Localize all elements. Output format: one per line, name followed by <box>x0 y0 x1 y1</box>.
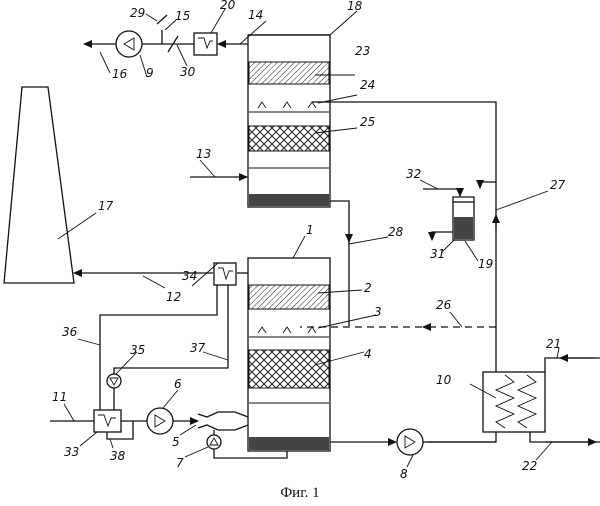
lower-sump-liquid <box>249 437 329 450</box>
number-labels: 18 20 14 15 29 30 9 16 23 24 25 13 17 1 … <box>52 0 566 481</box>
upper-sump-liquid <box>249 194 329 206</box>
top-gas-line <box>83 14 248 58</box>
mixer-5 <box>197 411 249 431</box>
pump-9 <box>115 30 143 58</box>
line-36 <box>99 285 218 410</box>
label-25: 25 <box>360 115 375 129</box>
label-32: 32 <box>406 167 421 181</box>
vessel-19 <box>423 188 475 241</box>
pump-8 <box>396 428 424 456</box>
label-30: 30 <box>180 65 196 79</box>
label-37: 37 <box>190 341 206 355</box>
label-29: 29 <box>130 6 145 20</box>
label-33: 33 <box>64 445 79 459</box>
label-6: 6 <box>174 377 182 391</box>
label-9: 9 <box>146 66 154 80</box>
label-24: 24 <box>360 78 375 92</box>
figure-caption: Фиг. 1 <box>280 485 319 501</box>
label-28: 28 <box>388 225 404 239</box>
pump-6 <box>146 407 174 435</box>
label-38: 38 <box>110 449 126 463</box>
chimney <box>3 86 75 284</box>
label-27: 27 <box>550 178 566 192</box>
lower-spray-nozzles <box>257 326 317 334</box>
label-4: 4 <box>364 347 372 361</box>
upper-column <box>247 34 331 208</box>
label-34: 34 <box>182 269 197 283</box>
label-5: 5 <box>172 435 180 449</box>
line-38 <box>106 421 134 440</box>
lower-column <box>247 257 331 452</box>
label-22: 22 <box>522 459 537 473</box>
leader-lines <box>57 8 560 468</box>
lower-hatched-packing <box>248 284 330 310</box>
label-2: 2 <box>364 281 372 295</box>
label-1: 1 <box>306 223 314 237</box>
lower-mesh-packing <box>248 349 330 389</box>
label-35: 35 <box>130 343 145 357</box>
label-23: 23 <box>355 44 370 58</box>
upper-spray-nozzles <box>257 101 317 109</box>
label-13: 13 <box>196 147 211 161</box>
heat-exchanger-10 <box>427 354 600 446</box>
label-8: 8 <box>400 467 408 481</box>
label-19: 19 <box>478 257 493 271</box>
label-20: 20 <box>220 0 236 12</box>
label-16: 16 <box>112 67 128 81</box>
line-37 <box>113 285 229 374</box>
label-31: 31 <box>430 247 445 261</box>
label-12: 12 <box>166 290 181 304</box>
label-10: 10 <box>436 373 452 387</box>
label-7: 7 <box>176 456 184 470</box>
label-17: 17 <box>98 199 114 213</box>
upper-hatched-packing <box>248 61 330 85</box>
label-21: 21 <box>546 337 561 351</box>
label-26: 26 <box>436 298 452 312</box>
line-27 <box>312 101 497 372</box>
heat-exchanger-33 <box>93 409 122 433</box>
label-18: 18 <box>347 0 363 13</box>
label-36: 36 <box>62 325 78 339</box>
label-11: 11 <box>52 390 67 404</box>
line-28 <box>330 200 353 243</box>
label-14: 14 <box>248 8 263 22</box>
label-3: 3 <box>374 305 382 319</box>
upper-mesh-packing <box>248 125 330 152</box>
label-15: 15 <box>175 9 190 23</box>
heat-exchanger-34 <box>213 262 237 286</box>
